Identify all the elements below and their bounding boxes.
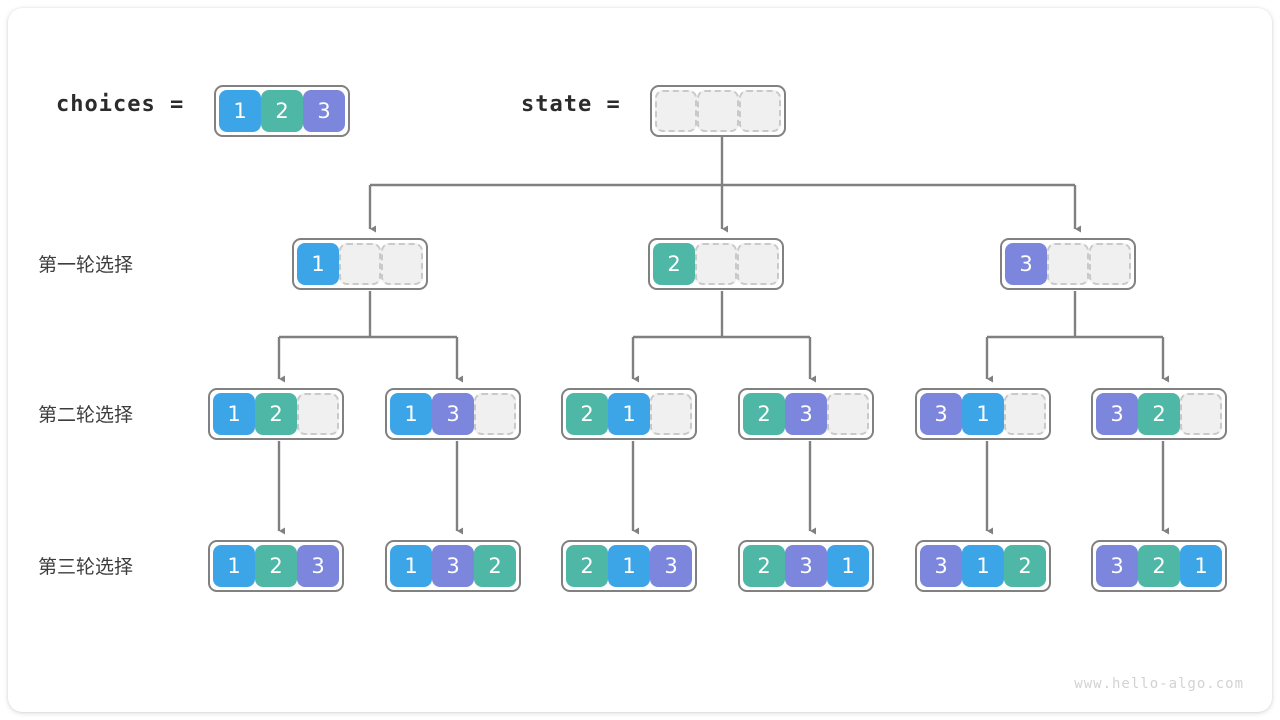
node-cell-empty xyxy=(737,243,779,285)
node-cell-2: 2 xyxy=(255,545,297,587)
node-cell-1: 1 xyxy=(213,393,255,435)
state-array xyxy=(650,85,786,137)
node-cell-1: 1 xyxy=(390,393,432,435)
node-cell-3: 3 xyxy=(1096,393,1138,435)
node-cell-2: 2 xyxy=(743,545,785,587)
node-cell-2: 2 xyxy=(566,545,608,587)
node-cell-3: 3 xyxy=(785,393,827,435)
state-label: state = xyxy=(521,92,621,117)
node-cell-2: 2 xyxy=(1138,393,1180,435)
node-cell-3: 3 xyxy=(432,545,474,587)
node-cell-3: 3 xyxy=(297,545,339,587)
node-cell-2: 2 xyxy=(566,393,608,435)
node-cell-1: 1 xyxy=(608,545,650,587)
diagram-card xyxy=(8,8,1272,712)
state-array-round-1-node-1: 1 xyxy=(292,238,428,290)
choices-label: choices = xyxy=(56,92,185,117)
node-cell-empty xyxy=(1180,393,1222,435)
node-cell-empty xyxy=(474,393,516,435)
node-cell-empty xyxy=(827,393,869,435)
state-array-round-1-node-2: 2 xyxy=(648,238,784,290)
choices-cell-3: 3 xyxy=(303,90,345,132)
row-label-round-1: 第一轮选择 xyxy=(38,254,134,276)
node-cell-2: 2 xyxy=(1004,545,1046,587)
state-cell-empty xyxy=(655,90,697,132)
state-cell-empty xyxy=(697,90,739,132)
row-label-round-2: 第二轮选择 xyxy=(38,404,134,426)
node-cell-1: 1 xyxy=(608,393,650,435)
node-cell-1: 1 xyxy=(827,545,869,587)
state-array-round-1-node-3: 3 xyxy=(1000,238,1136,290)
node-cell-2: 2 xyxy=(743,393,785,435)
node-cell-3: 3 xyxy=(650,545,692,587)
node-cell-3: 3 xyxy=(920,393,962,435)
node-cell-3: 3 xyxy=(432,393,474,435)
node-cell-empty xyxy=(1089,243,1131,285)
node-cell-1: 1 xyxy=(962,393,1004,435)
choices-cell-1: 1 xyxy=(219,90,261,132)
node-cell-2: 2 xyxy=(474,545,516,587)
node-cell-3: 3 xyxy=(785,545,827,587)
node-cell-3: 3 xyxy=(920,545,962,587)
node-cell-empty xyxy=(381,243,423,285)
node-cell-2: 2 xyxy=(255,393,297,435)
node-cell-empty xyxy=(695,243,737,285)
node-cell-1: 1 xyxy=(1180,545,1222,587)
node-cell-3: 3 xyxy=(1096,545,1138,587)
node-cell-1: 1 xyxy=(390,545,432,587)
node-cell-empty xyxy=(297,393,339,435)
choices-cell-2: 2 xyxy=(261,90,303,132)
node-cell-2: 2 xyxy=(653,243,695,285)
watermark: www.hello-algo.com xyxy=(1074,676,1244,692)
node-cell-1: 1 xyxy=(962,545,1004,587)
node-cell-empty xyxy=(1047,243,1089,285)
node-cell-empty xyxy=(650,393,692,435)
node-cell-empty xyxy=(1004,393,1046,435)
row-label-round-3: 第三轮选择 xyxy=(38,556,134,578)
node-cell-3: 3 xyxy=(1005,243,1047,285)
node-cell-2: 2 xyxy=(1138,545,1180,587)
node-cell-1: 1 xyxy=(213,545,255,587)
node-cell-1: 1 xyxy=(297,243,339,285)
node-cell-empty xyxy=(339,243,381,285)
state-cell-empty xyxy=(739,90,781,132)
